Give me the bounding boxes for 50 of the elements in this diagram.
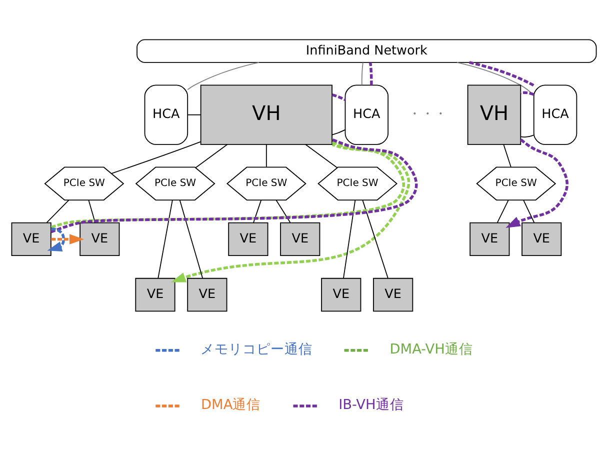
connector [158,199,173,278]
connector [305,144,338,168]
connector [111,140,201,174]
connector [523,199,535,223]
node-box: HCA [144,84,188,144]
connector [361,62,364,86]
node-box: VH [467,84,522,144]
connector [496,199,509,223]
connector [332,92,346,101]
connector [88,199,96,223]
legend-label: DMA通信 [201,396,261,413]
label: ・・・ [408,106,448,122]
connector [520,90,534,96]
connector [456,61,534,96]
node-box: VE [135,277,176,312]
arrow [171,140,410,282]
connector [362,199,388,278]
legend-label: DMA-VH通信 [390,341,473,358]
connector [253,199,262,223]
arrow [506,138,568,228]
connector [266,144,267,167]
connector [520,134,534,137]
node-box: VE [11,222,52,256]
node-box: VE [280,222,320,256]
arrow [47,227,66,252]
connector [195,144,228,168]
node-box: VE [228,222,268,256]
connector [503,144,512,167]
node-box: VE [522,222,562,256]
connector [46,199,70,223]
arrow [51,234,84,244]
connector [332,128,346,135]
legend-label: メモリコピー通信 [200,341,312,358]
node-box: HCA [344,84,389,144]
connector [179,199,204,278]
connector [276,199,291,223]
node-box: VE [470,222,510,256]
node-box: HCA [533,84,578,144]
node-box: VH [200,84,332,144]
connector [187,61,260,90]
node-box: VE [187,277,228,312]
connector [368,62,373,85]
legend-label: IB-VH通信 [338,396,404,413]
node-box: VE [321,277,362,312]
node-box: VE [80,222,120,256]
connector [469,60,535,86]
connector [343,199,356,278]
node-box: VE [373,277,414,312]
node-box: InfiniBand Network [136,38,597,62]
connector [187,114,202,115]
